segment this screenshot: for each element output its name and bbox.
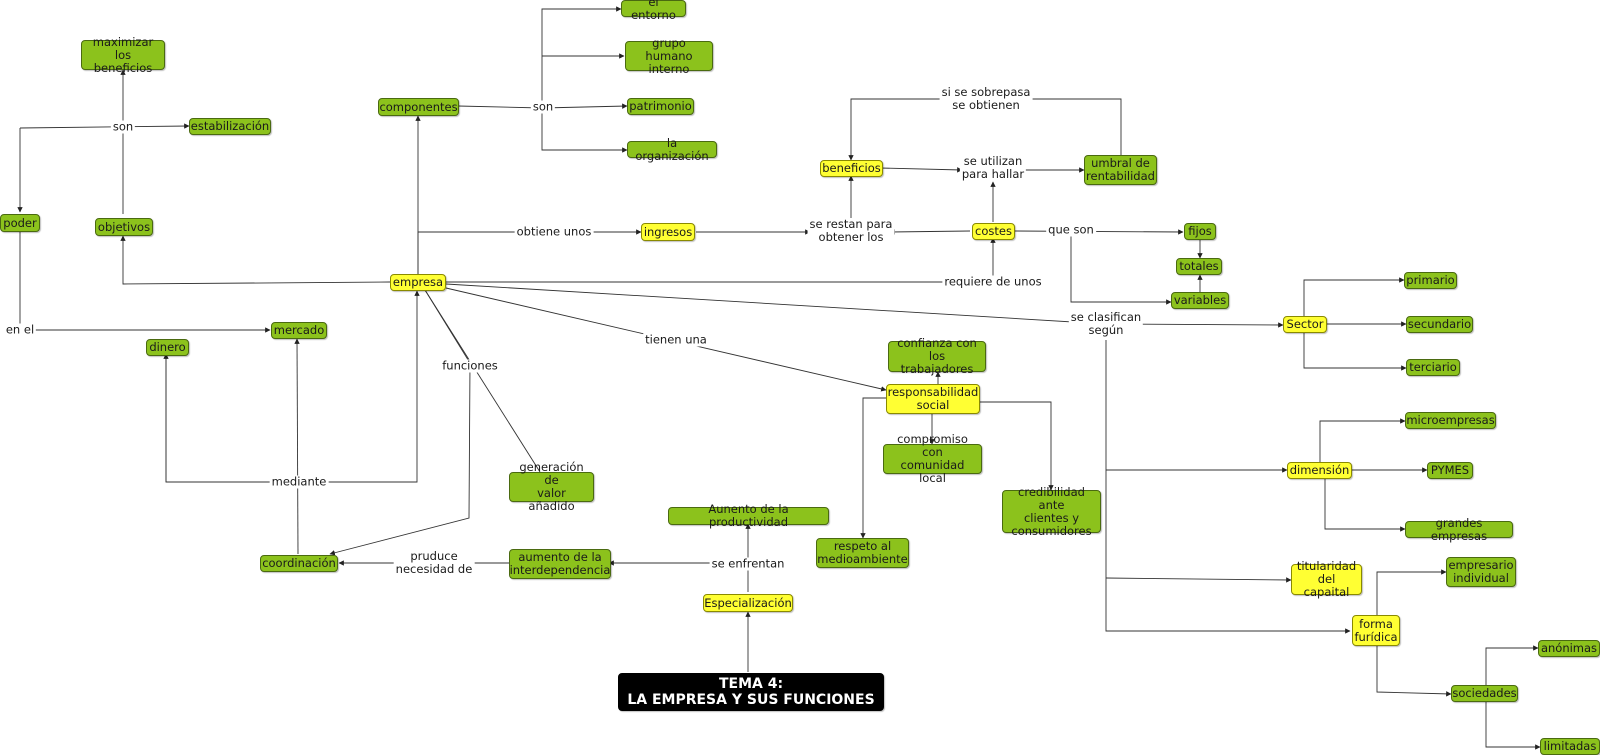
node-objetivos[interactable]: objetivos [95, 218, 153, 236]
node-anonimas[interactable]: anónimas [1538, 640, 1600, 657]
node-forma-juridica[interactable]: forma furídica [1352, 615, 1400, 646]
link-label-son-componentes: son [530, 99, 556, 114]
node-empresario-individual[interactable]: empresario individual [1446, 557, 1516, 587]
node-grupo-humano-interno[interactable]: grupo humano interno [625, 36, 713, 75]
node-patrimonio[interactable]: patrimonio [627, 98, 694, 115]
link-label-pruduce: pruduce necesidad de [393, 549, 475, 576]
link-label-se-clasifican: se clasifican según [1068, 310, 1144, 337]
node-secundario[interactable]: secundario [1406, 316, 1473, 333]
node-responsabilidad-social[interactable]: responsabilidad social [886, 384, 980, 414]
link-label-se-enfrentan: se enfrentan [709, 556, 787, 571]
node-terciario[interactable]: terciario [1406, 359, 1460, 376]
link-label-si-se-sobrepasa: si se sobrepasa se obtienen [939, 85, 1033, 112]
node-credibilidad-clientes[interactable]: credibilidad ante clientes y consumidore… [1002, 485, 1101, 537]
node-umbral-rentabilidad[interactable]: umbral de rentabilidad [1084, 155, 1157, 185]
link-label-mediante: mediante [269, 474, 329, 489]
node-coordinacion[interactable]: coordinación [260, 555, 338, 572]
node-pymes[interactable]: PYMES [1427, 462, 1473, 479]
node-componentes[interactable]: componentes [378, 98, 459, 116]
node-el-entorno[interactable]: el entorno [621, 0, 686, 21]
link-label-se-utilizan: se utilizan para hallar [959, 154, 1027, 181]
link-label-obtiene-unos: obtiene unos [514, 224, 594, 239]
node-la-organizacion[interactable]: la organización [627, 136, 717, 162]
node-confianza-trabajadores[interactable]: confianza con los trabajadores [888, 337, 986, 376]
node-variables[interactable]: variables [1171, 292, 1229, 309]
map-title: TEMA 4: LA EMPRESA Y SUS FUNCIONES [618, 673, 884, 711]
node-microempresas[interactable]: microempresas [1405, 412, 1496, 429]
node-compromiso-comunidad[interactable]: compromiso con comunidad local [883, 433, 982, 485]
node-dinero[interactable]: dinero [146, 339, 189, 356]
node-totales[interactable]: totales [1176, 258, 1222, 275]
node-aumento-interdependencia[interactable]: aumento de la interdependencia [509, 549, 611, 579]
link-label-requiere-de-unos: requiere de unos [942, 274, 1044, 289]
link-label-que-son: que son [1046, 222, 1096, 237]
node-especializacion[interactable]: Especialización [703, 594, 793, 612]
node-limitadas[interactable]: limitadas [1540, 738, 1600, 755]
node-dimension[interactable]: dimensión [1287, 462, 1352, 479]
link-label-se-restan: se restan para obtener los [807, 217, 895, 244]
node-poder[interactable]: poder [0, 214, 40, 232]
link-label-tienen-una: tienen una [643, 332, 709, 347]
node-primario[interactable]: primario [1404, 272, 1457, 289]
node-ingresos[interactable]: ingresos [641, 223, 695, 241]
node-aunento-productividad[interactable]: Aunento de la productividad [668, 503, 829, 529]
node-generacion-valor[interactable]: generación de valor añadido [509, 461, 594, 513]
map-title-line2: LA EMPRESA Y SUS FUNCIONES [627, 692, 875, 708]
link-label-son-objetivos: son [110, 119, 136, 134]
node-fijos[interactable]: fijos [1184, 223, 1216, 240]
node-mercado[interactable]: mercado [271, 322, 327, 339]
node-grandes-empresas[interactable]: grandes empresas [1405, 516, 1513, 542]
node-empresa[interactable]: empresa [390, 274, 446, 291]
node-sociedades[interactable]: sociedades [1451, 685, 1518, 702]
node-respeto-medioambiente[interactable]: respeto al medioambiente [816, 538, 909, 568]
node-sector[interactable]: Sector [1283, 316, 1327, 333]
node-estabilizacion[interactable]: estabilización [189, 118, 271, 135]
map-title-line1: TEMA 4: [718, 676, 784, 692]
link-label-funciones: funciones [440, 358, 500, 373]
node-beneficios[interactable]: beneficios [820, 160, 883, 177]
node-costes[interactable]: costes [972, 223, 1015, 240]
node-titularidad-capital[interactable]: titularidad del capaital [1291, 560, 1362, 599]
link-label-en-el: en el [3, 322, 37, 337]
node-maximizar-beneficios[interactable]: maximizar los beneficios [81, 35, 165, 74]
